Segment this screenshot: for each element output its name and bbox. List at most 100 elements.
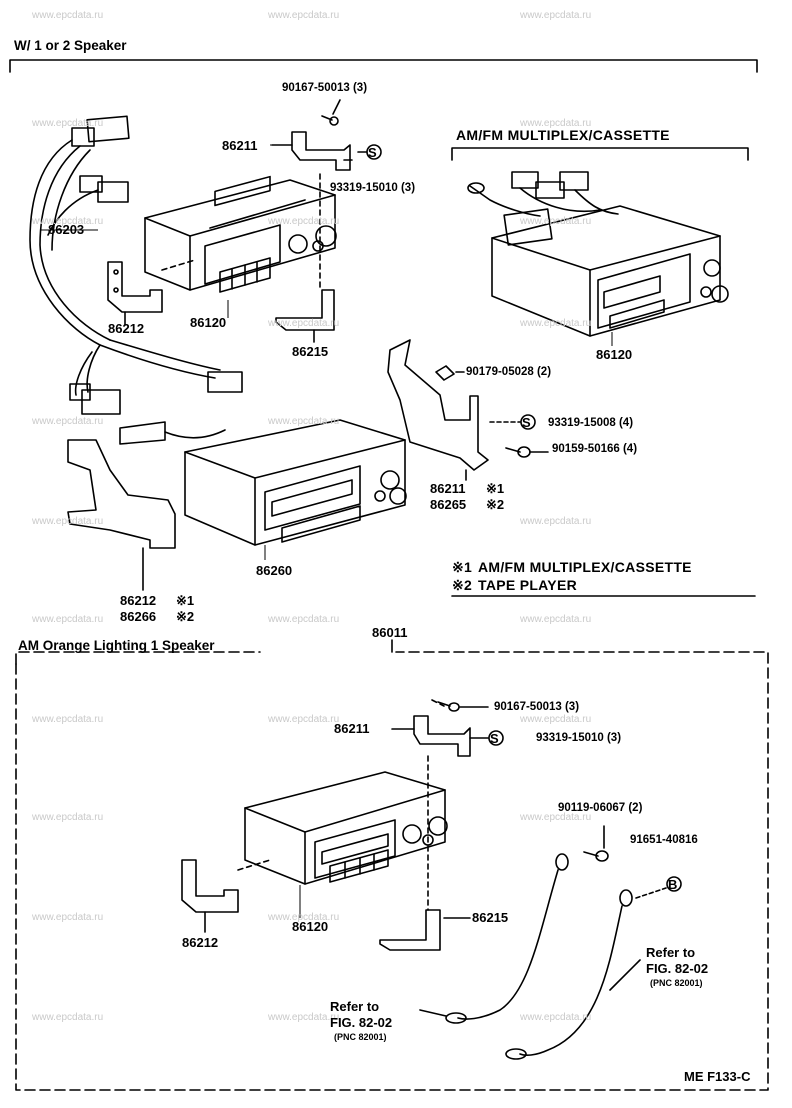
s-symbol-middle: S (522, 415, 531, 430)
bracket-86211-bottom (391, 715, 489, 757)
watermark: www.epcdata.ru (268, 714, 340, 725)
refer-right-line2: FIG. 82-02 (646, 961, 709, 976)
part-label-86211-top: 86211 (222, 138, 258, 153)
s-symbol-top: S (368, 145, 377, 160)
part-label-86212-middle: 86212 (120, 593, 157, 608)
part-label-86203: 86203 (48, 222, 85, 237)
bracket-86211-top (271, 131, 353, 171)
part-label-90167-top: 90167-50013 (3) (282, 82, 368, 94)
watermark: www.epcdata.ru (520, 318, 592, 329)
watermark: www.epcdata.ru (32, 216, 104, 227)
part-label-86211-middle: 86211 (430, 481, 466, 496)
part-label-91651: 91651-40816 (630, 834, 698, 846)
watermark: www.epcdata.ru (32, 118, 104, 129)
section-title-multiplex: AM/FM MULTIPLEX/CASSETTE (456, 127, 670, 143)
watermark: www.epcdata.ru (520, 216, 592, 227)
part-label-86211-bottom: 86211 (334, 721, 370, 736)
part-label-86215-bottom: 86215 (472, 910, 509, 925)
watermark: www.epcdata.ru (520, 812, 592, 823)
legend-mark-1: ※1 (452, 559, 473, 575)
part-label-86120-bottom: 86120 (292, 919, 329, 934)
watermark: www.epcdata.ru (32, 912, 104, 923)
watermark: www.epcdata.ru (520, 1012, 592, 1023)
watermark: www.epcdata.ru (520, 10, 592, 21)
part-label-93319-bottom: 93319-15010 (3) (536, 732, 622, 744)
multiplex-connectors (467, 171, 619, 217)
refer-left-line3: (PNC 82001) (334, 1032, 387, 1042)
section-title-top: W/ 1 or 2 Speaker (14, 38, 127, 53)
part-label-86120-multiplex: 86120 (596, 347, 633, 362)
b-symbol: B (668, 877, 678, 892)
part-label-90159: 90159-50166 (4) (552, 443, 638, 455)
multiplex-frame (451, 147, 749, 161)
bracket-86211-86265 (387, 339, 489, 481)
part-label-93319-top: 93319-15010 (3) (330, 182, 416, 194)
watermark: www.epcdata.ru (268, 614, 340, 625)
screw-90159 (505, 446, 531, 458)
part-label-86260: 86260 (256, 563, 293, 578)
nut-s-middle (520, 414, 536, 430)
watermark: www.epcdata.ru (268, 216, 340, 227)
bracket-86212-86266 (67, 439, 176, 591)
part-label-86212-bottom: 86212 (182, 935, 219, 950)
part-label-90119: 90119-06067 (2) (558, 802, 643, 814)
watermark: www.epcdata.ru (268, 318, 340, 329)
screw-90119 (583, 825, 609, 862)
refer-left-line1: Refer to (330, 999, 380, 1014)
nut-s-bottom (488, 730, 504, 746)
watermark: www.epcdata.ru (520, 118, 592, 129)
screw-90167-bottom (437, 701, 460, 712)
refer-right-line3: (PNC 82001) (650, 978, 703, 988)
watermark: www.epcdata.ru (32, 416, 104, 427)
watermark: www.epcdata.ru (268, 912, 340, 923)
part-label-90179: 90179-05028 (2) (466, 366, 552, 378)
wire-harness-86203 (29, 115, 243, 445)
nut-90179 (435, 365, 455, 381)
radio-86120-bottom (244, 771, 448, 885)
bracket-86215-bottom (379, 909, 471, 951)
watermark: www.epcdata.ru (520, 714, 592, 725)
nut-b (666, 876, 682, 892)
part-label-86266: 86266 (120, 609, 157, 624)
mark-2-86266: ※2 (176, 609, 195, 624)
part-label-86265: 86265 (430, 497, 467, 512)
radio-86120-multiplex (491, 205, 729, 337)
assembly-number: 86011 (372, 625, 408, 640)
watermark: www.epcdata.ru (32, 516, 104, 527)
watermark: www.epcdata.ru (32, 10, 104, 21)
tape-player-86260 (184, 419, 407, 546)
mark-1-86211: ※1 (486, 481, 505, 496)
watermark: www.epcdata.ru (32, 614, 104, 625)
bracket-86215-top (275, 289, 335, 343)
part-label-93319-15008: 93319-15008 (4) (548, 417, 634, 429)
figure-code: ME F133-C (684, 1069, 751, 1084)
mark-2-86265: ※2 (486, 497, 505, 512)
watermark: www.epcdata.ru (32, 812, 104, 823)
section-title-bottom: AM Orange Lighting 1 Speaker (18, 638, 215, 653)
ground-wire-left (445, 853, 569, 1024)
watermark: www.epcdata.ru (268, 10, 340, 21)
legend-mark-2: ※2 (452, 577, 473, 593)
radio-86120-top (144, 175, 337, 293)
part-label-86120-top: 86120 (190, 315, 227, 330)
part-label-90167-bottom: 90167-50013 (3) (494, 701, 580, 713)
watermark: www.epcdata.ru (520, 614, 592, 625)
part-label-86215-top: 86215 (292, 344, 329, 359)
bracket-86212-top (107, 261, 163, 326)
watermark: www.epcdata.ru (268, 416, 340, 427)
top-section-frame (9, 59, 758, 73)
watermark: www.epcdata.ru (520, 516, 592, 527)
legend-text-1: AM/FM MULTIPLEX/CASSETTE (478, 559, 692, 575)
s-symbol-bottom: S (490, 731, 499, 746)
legend-text-2: TAPE PLAYER (478, 577, 577, 593)
watermark: www.epcdata.ru (32, 1012, 104, 1023)
bottom-section-frame (15, 651, 769, 1091)
watermark: www.epcdata.ru (32, 714, 104, 725)
screw-90167-top (321, 99, 341, 126)
ground-wire-right (505, 889, 633, 1060)
mark-1-86212: ※1 (176, 593, 195, 608)
refer-left-line2: FIG. 82-02 (330, 1015, 393, 1030)
part-label-86212-top: 86212 (108, 321, 145, 336)
watermark: www.epcdata.ru (268, 1012, 340, 1023)
